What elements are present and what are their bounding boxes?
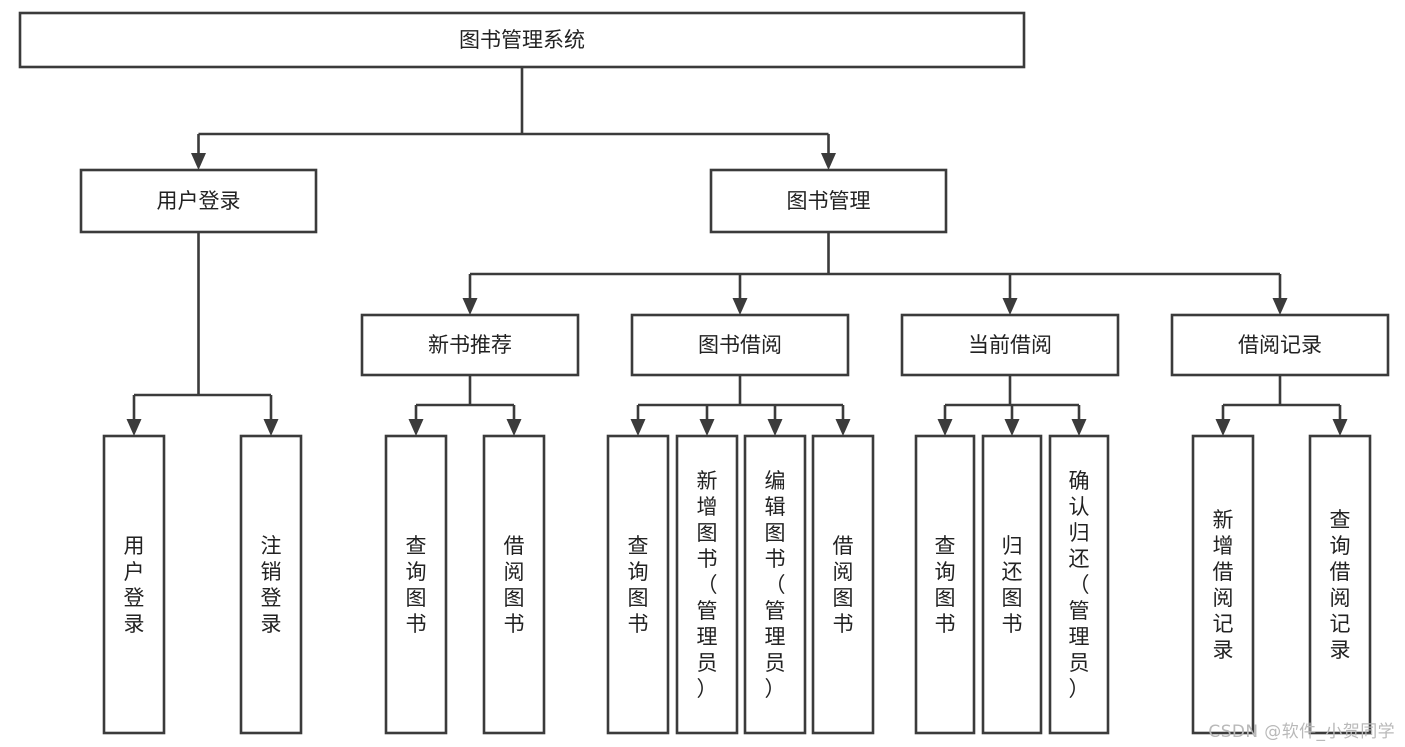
leaf-node-12-label: 查询借阅记录 xyxy=(1330,508,1351,662)
level2-node-0-label: 新书推荐 xyxy=(428,333,512,357)
leaf-node-7-box[interactable] xyxy=(811,434,875,735)
leaf-node-4-box[interactable] xyxy=(606,434,670,735)
leaf-node-8-box[interactable] xyxy=(914,434,976,735)
root-to-level1-arrow-0 xyxy=(191,153,206,170)
root-node-book-management-system-label: 图书管理系统 xyxy=(459,28,585,52)
level1-node-0-label: 用户登录 xyxy=(157,189,241,213)
leaf-node-6-box[interactable] xyxy=(743,434,807,735)
bookmgmt-to-level2-arrow-2 xyxy=(1002,298,1018,315)
l2-2-to-leaves-arrow-0 xyxy=(937,419,953,436)
level1-node-0[interactable]: 用户登录 xyxy=(79,168,318,234)
root-node-book-management-system[interactable]: 图书管理系统 xyxy=(18,11,1026,69)
userlogin-to-leaves-arrow-1 xyxy=(263,419,279,436)
level1-node-0-box[interactable] xyxy=(79,168,318,234)
leaf-node-3[interactable]: 借阅图书 xyxy=(482,434,546,735)
leaf-node-6-label: 编辑图书（管理员） xyxy=(765,469,786,701)
level2-node-0-box[interactable] xyxy=(360,313,580,377)
leaf-node-5[interactable]: 新增图书（管理员） xyxy=(675,434,739,735)
leaf-node-0-box[interactable] xyxy=(102,434,166,735)
leaf-node-5-box[interactable] xyxy=(675,434,739,735)
connectors-layer xyxy=(126,67,1348,436)
level2-node-0[interactable]: 新书推荐 xyxy=(360,313,580,377)
root-to-level1-arrow-1 xyxy=(821,153,836,170)
leaf-node-2-box[interactable] xyxy=(384,434,448,735)
l2-3-to-leaves-arrow-1 xyxy=(1332,419,1348,436)
leaf-node-12[interactable]: 查询借阅记录 xyxy=(1308,434,1372,735)
root-node-book-management-system-box[interactable] xyxy=(18,11,1026,69)
l2-2-to-leaves-arrow-1 xyxy=(1004,419,1020,436)
level1-node-1-box[interactable] xyxy=(709,168,948,234)
level2-node-1-label: 图书借阅 xyxy=(698,333,782,357)
l2-1-to-leaves-arrow-3 xyxy=(835,419,851,436)
leaf-node-2-label: 查询图书 xyxy=(406,534,427,636)
leaf-node-2[interactable]: 查询图书 xyxy=(384,434,448,735)
leaf-node-10-label: 确认归还（管理员） xyxy=(1069,469,1090,701)
leaf-node-4-label: 查询图书 xyxy=(628,534,649,636)
level2-node-2-box[interactable] xyxy=(900,313,1120,377)
leaf-node-11[interactable]: 新增借阅记录 xyxy=(1191,434,1255,735)
leaf-node-8[interactable]: 查询图书 xyxy=(914,434,976,735)
leaf-node-9-label: 归还图书 xyxy=(1002,534,1023,636)
leaf-node-11-box[interactable] xyxy=(1191,434,1255,735)
level2-node-2-label: 当前借阅 xyxy=(968,333,1052,357)
l2-1-to-leaves-arrow-0 xyxy=(630,419,646,436)
leaf-node-7-label: 借阅图书 xyxy=(833,534,854,636)
l2-1-to-leaves-arrow-2 xyxy=(767,419,783,436)
level2-node-3-label: 借阅记录 xyxy=(1238,333,1322,357)
level1-node-1[interactable]: 图书管理 xyxy=(709,168,948,234)
leaf-node-11-label: 新增借阅记录 xyxy=(1213,508,1234,662)
bookmgmt-to-level2-arrow-3 xyxy=(1272,298,1288,315)
level2-node-3[interactable]: 借阅记录 xyxy=(1170,313,1390,377)
leaf-node-4[interactable]: 查询图书 xyxy=(606,434,670,735)
leaf-node-5-label: 新增图书（管理员） xyxy=(697,469,718,701)
leaf-node-0-label: 用户登录 xyxy=(124,534,145,636)
level2-node-2[interactable]: 当前借阅 xyxy=(900,313,1120,377)
level2-node-1-box[interactable] xyxy=(630,313,850,377)
l2-1-to-leaves-arrow-1 xyxy=(699,419,715,436)
l2-3-to-leaves-arrow-0 xyxy=(1215,419,1231,436)
leaf-node-3-label: 借阅图书 xyxy=(504,534,525,636)
level2-node-3-box[interactable] xyxy=(1170,313,1390,377)
leaf-node-9-box[interactable] xyxy=(981,434,1043,735)
leaf-node-10[interactable]: 确认归还（管理员） xyxy=(1048,434,1110,735)
leaf-node-1[interactable]: 注销登录 xyxy=(239,434,303,735)
bookmgmt-to-level2-arrow-0 xyxy=(462,298,478,315)
leaf-node-9[interactable]: 归还图书 xyxy=(981,434,1043,735)
leaf-node-3-box[interactable] xyxy=(482,434,546,735)
leaf-node-12-box[interactable] xyxy=(1308,434,1372,735)
leaf-node-8-label: 查询图书 xyxy=(935,534,956,636)
userlogin-to-leaves-arrow-0 xyxy=(126,419,142,436)
leaf-node-6[interactable]: 编辑图书（管理员） xyxy=(743,434,807,735)
l2-0-to-leaves-arrow-1 xyxy=(506,419,522,436)
l2-0-to-leaves-arrow-0 xyxy=(408,419,424,436)
nodes-layer: 图书管理系统用户登录图书管理新书推荐图书借阅当前借阅借阅记录用户登录注销登录查询… xyxy=(18,11,1390,735)
level2-node-1[interactable]: 图书借阅 xyxy=(630,313,850,377)
leaf-node-1-box[interactable] xyxy=(239,434,303,735)
leaf-node-0[interactable]: 用户登录 xyxy=(102,434,166,735)
l2-2-to-leaves-arrow-2 xyxy=(1071,419,1087,436)
leaf-node-7[interactable]: 借阅图书 xyxy=(811,434,875,735)
level1-node-1-label: 图书管理 xyxy=(787,189,871,213)
leaf-node-1-label: 注销登录 xyxy=(261,534,282,636)
bookmgmt-to-level2-arrow-1 xyxy=(732,298,748,315)
leaf-node-10-box[interactable] xyxy=(1048,434,1110,735)
